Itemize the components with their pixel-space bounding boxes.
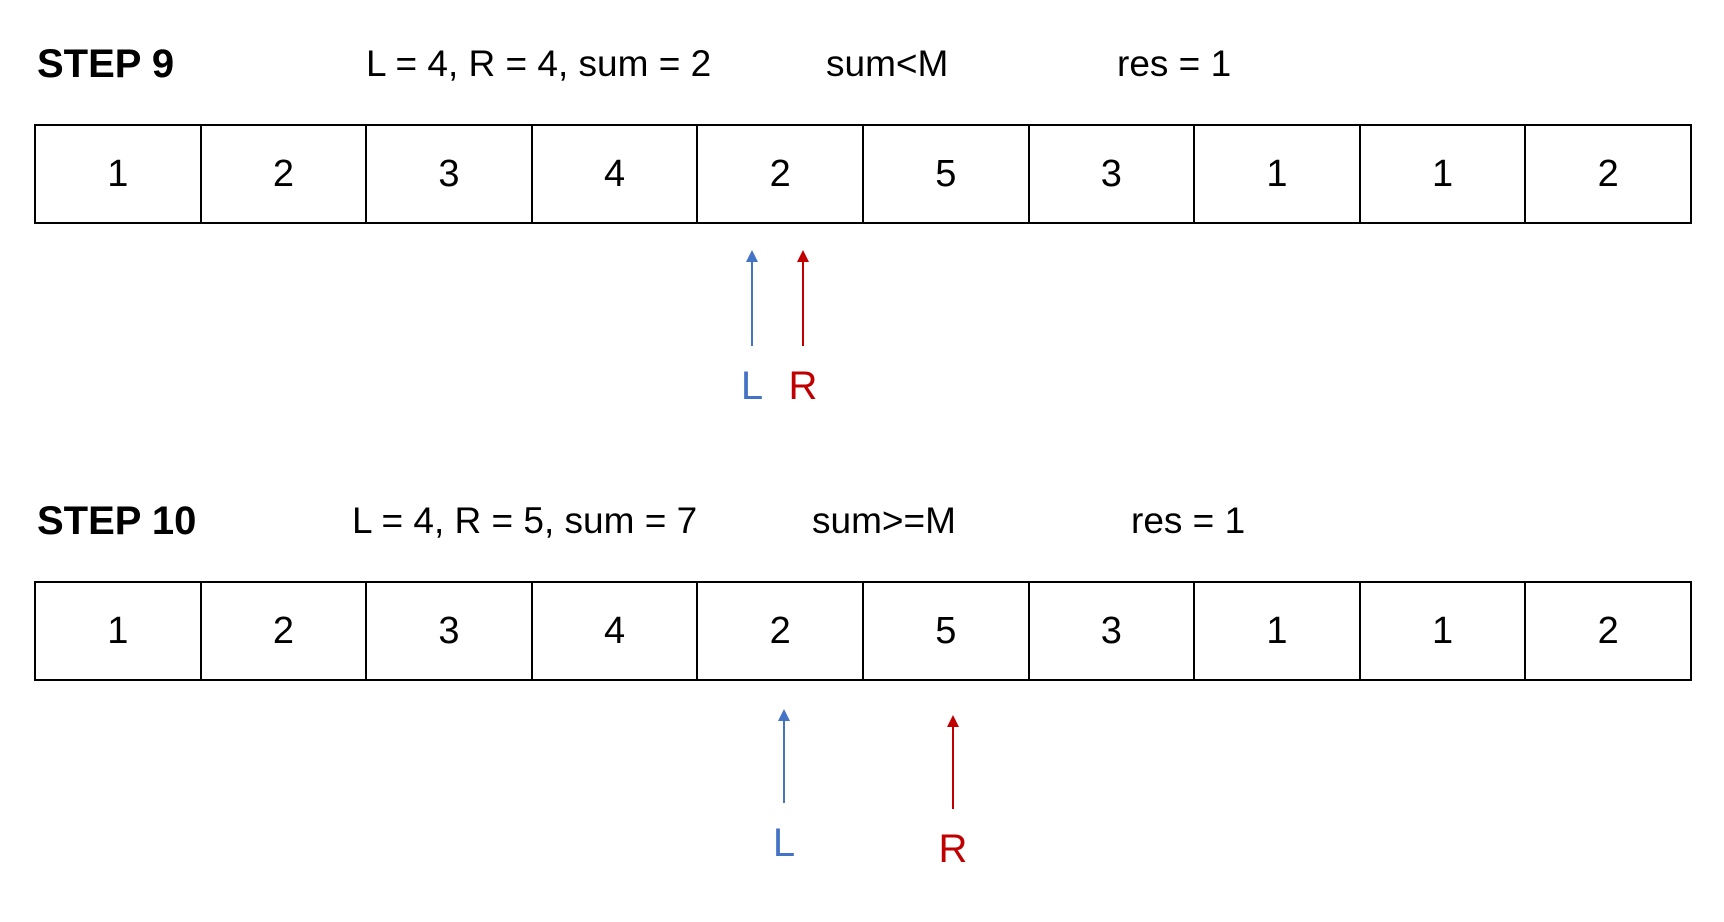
array-cell: 3 [1030,583,1196,679]
array-cell: 4 [533,583,699,679]
array-cell: 3 [367,126,533,222]
left-pointer: L [722,250,782,406]
array-cell: 3 [1030,126,1196,222]
right-pointer-label: R [788,364,818,408]
left-pointer: L [754,709,814,863]
array-cell: 3 [367,583,533,679]
array-cell: 1 [1195,126,1361,222]
array-cell: 4 [533,126,699,222]
left-pointer-label: L [772,821,796,865]
step-10-panel: STEP 10 L = 4, R = 5, sum = 7 sum>=M res… [0,457,1724,877]
array-row: 1 2 3 4 2 5 3 1 1 2 [34,124,1692,224]
condition-text: sum<M [826,43,949,84]
state-text: L = 4, R = 5, sum = 7 [352,500,698,541]
array-cell: 2 [1597,609,1619,652]
array-row: 1 2 3 4 2 5 3 1 1 2 [34,581,1692,681]
right-pointer-label: R [938,827,968,871]
array-cell: 1 [1361,126,1527,222]
state-text: L = 4, R = 4, sum = 2 [366,43,712,84]
up-arrow-icon [947,715,959,809]
array-cell: 2 [698,126,864,222]
array-cell: 5 [864,583,1030,679]
array-cell: 5 [864,126,1030,222]
array-cell: 1 [36,583,202,679]
condition-text: sum>=M [812,500,956,541]
left-pointer-label: L [740,364,764,408]
up-arrow-icon [778,709,790,803]
array-cell: 1 [1195,583,1361,679]
array-cell: 2 [698,583,864,679]
right-pointer: R [773,250,833,406]
step-9-panel: STEP 9 L = 4, R = 4, sum = 2 sum<M res =… [0,0,1724,420]
right-pointer: R [923,715,983,869]
array-cell: 2 [202,583,368,679]
result-text: res = 1 [1117,43,1232,84]
up-arrow-icon [746,250,758,346]
array-cell: 2 [1597,152,1619,195]
step-title: STEP 10 [37,499,197,543]
array-cell: 1 [1361,583,1527,679]
array-cell: 2 [202,126,368,222]
array-cell: 1 [36,126,202,222]
up-arrow-icon [797,250,809,346]
step-title: STEP 9 [37,42,175,86]
result-text: res = 1 [1131,500,1246,541]
